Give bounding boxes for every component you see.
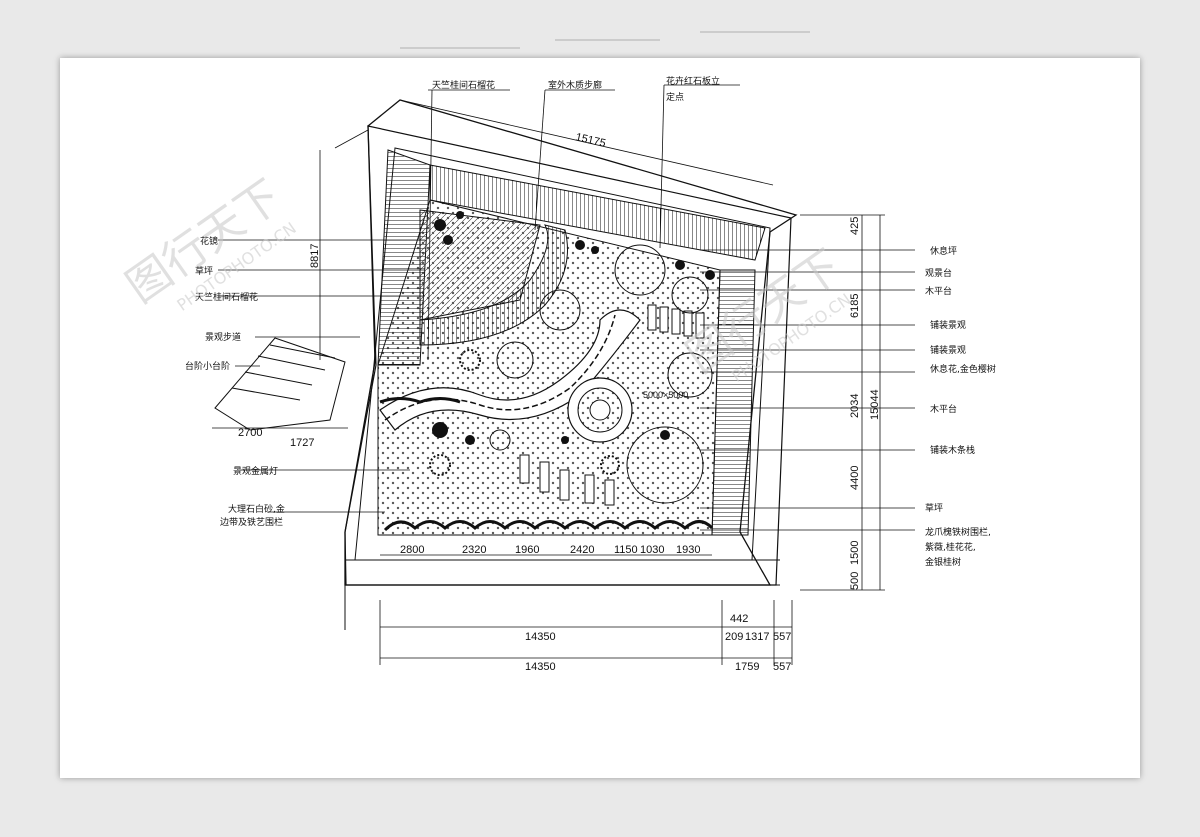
right-label-4: 铺装景观 [930,319,966,331]
dimension-text: 15175 8817 2700 1727 2800 2320 1960 2420… [238,131,881,673]
planter-top [429,164,766,261]
mid-left-label: 景观金属灯 [233,465,278,477]
top-sub-label: 定点 [666,91,684,103]
right-label-2: 观景台 [925,267,952,279]
left-bottom-label-1: 大理石白砂,金 [228,503,285,515]
right-label-3: 木平台 [925,285,952,297]
dim-right-2: 6185 [849,294,861,318]
left-label-5: 台阶小台阶 [185,360,230,372]
top-label-3: 花卉红石板立 [666,75,720,87]
dim-442: 442 [730,613,748,625]
ghost-labels [400,31,810,49]
left-label-4: 景观步道 [205,331,241,343]
tree-canopies [489,244,713,504]
dim-row1-1: 14350 [525,631,556,643]
round-plaza [567,377,633,443]
right-bottom-label-1: 龙爪槐铁树围栏, [925,526,991,538]
left-bottom-label-2: 边带及铁艺围栏 [220,516,283,528]
dim-seg-1: 2800 [400,544,424,556]
dim-tree: 5000×5000 [643,390,688,400]
top-labels: 天竺桂间石榴花 室外木质步廊 花卉红石板立 定点 [432,75,720,103]
bottom-hedge [383,520,714,532]
dim-stair-w2: 1727 [290,437,314,449]
dim-top: 15175 [574,131,607,150]
top-label-1: 天竺桂间石榴花 [432,79,495,91]
dimension-lines [212,99,885,665]
road-bands [344,540,780,630]
right-label-7: 木平台 [930,403,957,415]
dim-row1-2: 209 [725,631,743,643]
outside-stairs [214,337,346,431]
dim-row2-3: 557 [773,661,791,673]
dim-row1-4: 557 [773,631,791,643]
right-bottom-label-3: 金银桂树 [925,556,961,568]
left-labels: 花镜 草坪 天竺桂间石榴花 景观步道 台阶小台阶 景观金属灯 大理石白砂,金 边… [185,235,285,528]
watermark: 图行天下 PHOTOPHOTO.CN [117,170,299,314]
dim-right-6: 500 [849,572,861,590]
shrubs [429,211,715,476]
dim-right-5: 1500 [849,541,861,565]
dim-seg-2: 2320 [462,544,486,556]
dim-right-1: 425 [849,217,861,235]
dim-right-total: 15044 [869,389,881,420]
leader-lines [218,84,915,531]
right-label-6: 休息花,金色樱树 [930,363,996,375]
right-label-8: 铺装木条栈 [930,444,975,456]
right-bottom-label-2: 紫薇,桂花花, [925,541,976,553]
dim-seg-7: 1930 [676,544,700,556]
dim-row2-2: 1759 [735,661,759,673]
right-labels: 休息坪 观景台 木平台 铺装景观 铺装景观 休息花,金色樱树 木平台 铺装木条栈… [925,245,996,568]
dim-seg-4: 2420 [570,544,594,556]
dim-row2-1: 14350 [525,661,556,673]
dim-seg-5: 1150 [614,544,638,556]
right-label-5: 铺装景观 [930,344,966,356]
curved-boardwalk [419,224,568,346]
dim-right-4: 4400 [849,466,861,490]
left-label-1: 花镜 [200,235,218,247]
dim-right-3: 2034 [849,394,861,418]
right-label-1: 休息坪 [930,245,957,257]
dim-seg-3: 1960 [515,544,539,556]
dim-row1-3: 1317 [745,631,769,643]
right-label-9: 草坪 [925,502,943,514]
dim-left-vertical: 8817 [309,244,321,268]
top-label-2: 室外木质步廊 [548,79,602,91]
left-label-3: 天竺桂间石榴花 [195,291,258,303]
dim-seg-6: 1030 [640,544,664,556]
left-label-2: 草坪 [195,265,213,277]
dim-stair-w: 2700 [238,427,262,439]
stepping-stones [519,304,705,506]
